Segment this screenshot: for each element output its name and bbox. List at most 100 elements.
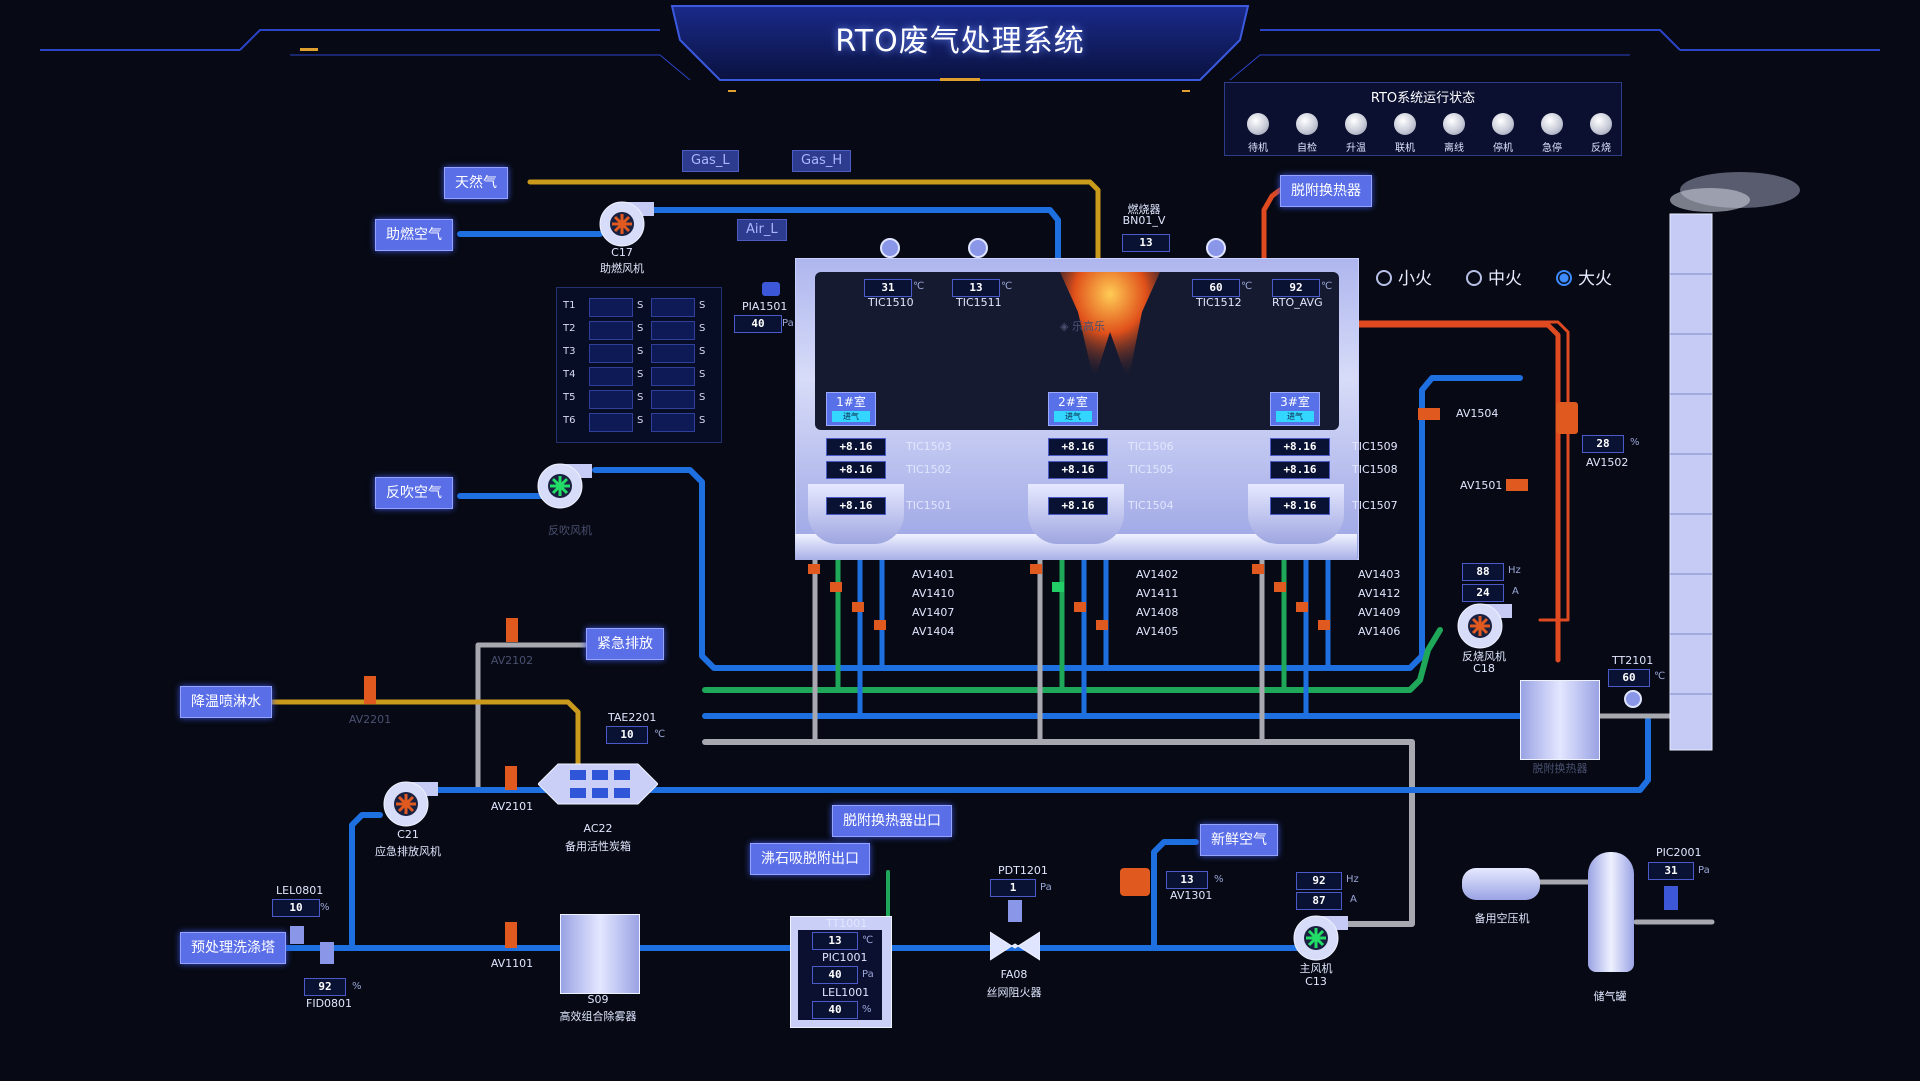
c18-id: C18 (1473, 662, 1495, 675)
gas-l-tag[interactable]: Gas_L (682, 150, 739, 172)
chamber-3-badge[interactable]: 3#室进气 (1270, 392, 1320, 426)
valve-label[interactable]: AV1403 (1358, 568, 1401, 581)
page-title: RTO废气处理系统 (835, 24, 1085, 59)
status-light-estop (1541, 113, 1563, 135)
fan-icon[interactable] (596, 200, 658, 250)
timer-input[interactable] (651, 367, 695, 386)
valve-icon[interactable] (506, 618, 518, 642)
timer-input[interactable] (589, 321, 633, 340)
fa08-name: 丝网阻火器 (986, 986, 1042, 999)
green-header-pipe (702, 627, 1443, 693)
fan-icon[interactable] (534, 460, 596, 510)
valve-icon[interactable] (505, 766, 517, 790)
carbon-box-icon[interactable] (538, 748, 658, 820)
timer-input[interactable] (651, 321, 695, 340)
natural-gas-tag[interactable]: 天然气 (444, 167, 508, 199)
tt2101-value: 60 (1608, 669, 1650, 687)
timer-input[interactable] (651, 344, 695, 363)
tic1512-id: TIC1512 (1196, 296, 1242, 309)
status-light-stopped (1492, 113, 1514, 135)
storage-tank[interactable] (1588, 852, 1634, 972)
pic1001-unit: Pa (862, 969, 874, 980)
fire-mode-large[interactable]: 大火 (1556, 264, 1612, 289)
valve-label[interactable]: AV1410 (912, 587, 955, 600)
timer-input[interactable] (589, 298, 633, 317)
c13-current-value: 87 (1296, 892, 1342, 910)
timer-input[interactable] (651, 390, 695, 409)
tic1507-id: TIC1507 (1352, 499, 1398, 512)
valve-icon[interactable] (364, 676, 376, 704)
gas-h-tag[interactable]: Gas_H (792, 150, 852, 172)
valve-icon[interactable] (1418, 408, 1440, 420)
tic1511-id: TIC1511 (956, 296, 1002, 309)
av1301-unit: % (1214, 874, 1224, 885)
fan-icon[interactable] (380, 780, 442, 830)
tt1001-id: TT1001 (826, 917, 868, 930)
desorb-hx-outlet-tag[interactable]: 脱附换热器出口 (832, 805, 952, 837)
emergency-exhaust-tag[interactable]: 紧急排放 (586, 628, 664, 660)
c18-freq-value: 88 (1462, 563, 1504, 581)
valve-icon[interactable] (1506, 479, 1528, 491)
timer-input[interactable] (651, 298, 695, 317)
status-light-offline (1443, 113, 1465, 135)
air-l-tag[interactable]: Air_L (737, 219, 787, 241)
pia1501-value: 40 (734, 315, 782, 333)
fan-icon[interactable] (1454, 602, 1516, 652)
combustion-air-tag[interactable]: 助燃空气 (375, 219, 453, 251)
air-compressor[interactable] (1462, 868, 1540, 900)
flame-arrester-icon[interactable] (990, 900, 1040, 964)
status-label: 升温 (1346, 143, 1366, 154)
tic1509-value: +8.16 (1270, 438, 1330, 456)
spray-water-pipe (259, 699, 581, 773)
fresh-air-tag[interactable]: 新鲜空气 (1200, 824, 1278, 856)
valve-label[interactable]: AV1411 (1136, 587, 1179, 600)
valve-label[interactable]: AV1409 (1358, 606, 1401, 619)
av2201-label: AV2201 (348, 713, 392, 726)
desorb-hx-tag[interactable]: 脱附换热器 (1280, 175, 1372, 207)
zeolite-outlet-tag[interactable]: 沸石吸脱附出口 (750, 843, 870, 875)
valve-icon[interactable] (505, 922, 517, 948)
chamber-2-badge[interactable]: 2#室进气 (1048, 392, 1098, 426)
chamber-1-badge[interactable]: 1#室进气 (826, 392, 876, 426)
s09-id: S09 (587, 993, 609, 1006)
fan-icon[interactable] (1290, 914, 1352, 964)
valve-label[interactable]: AV1408 (1136, 606, 1179, 619)
compressor-label: 备用空压机 (1474, 912, 1530, 925)
timer-input[interactable] (589, 367, 633, 386)
valve-label[interactable]: AV1404 (912, 625, 955, 638)
blowback-air-tag[interactable]: 反吹空气 (375, 477, 453, 509)
valve-icon[interactable] (1556, 402, 1578, 434)
valve-label[interactable]: AV1402 (1136, 568, 1179, 581)
timer-input[interactable] (651, 413, 695, 432)
valve-icon[interactable] (1120, 868, 1150, 896)
timer-input[interactable] (589, 413, 633, 432)
tic1504-value: +8.16 (1048, 497, 1108, 515)
tic1501-value: +8.16 (826, 497, 886, 515)
valve-label[interactable]: AV1412 (1358, 587, 1401, 600)
tic1501-id: TIC1501 (906, 499, 952, 512)
fire-mode-small[interactable]: 小火 (1376, 264, 1432, 289)
tic1503-id: TIC1503 (906, 440, 952, 453)
valve-label[interactable]: AV1401 (912, 568, 955, 581)
cooling-spray-tag[interactable]: 降温喷淋水 (180, 686, 272, 718)
pdt1201-id: PDT1201 (998, 864, 1048, 877)
lel0801-unit: % (320, 902, 330, 913)
demister[interactable] (560, 914, 640, 994)
timer-input[interactable] (589, 390, 633, 409)
fire-mode-medium[interactable]: 中火 (1466, 264, 1522, 289)
valve-label[interactable]: AV1405 (1136, 625, 1179, 638)
tic1508-id: TIC1508 (1352, 463, 1398, 476)
av1504-label: AV1504 (1456, 407, 1499, 420)
pic2001-unit: Pa (1698, 865, 1710, 876)
valve-label[interactable]: AV1407 (912, 606, 955, 619)
valve-label[interactable]: AV1406 (1358, 625, 1401, 638)
lel1001-id: LEL1001 (822, 986, 870, 999)
valve-group-2-icons (1030, 564, 1108, 630)
tic1510-id: TIC1510 (868, 296, 914, 309)
timer-input[interactable] (589, 344, 633, 363)
pretreat-tower-tag[interactable]: 预处理洗涤塔 (180, 932, 286, 964)
